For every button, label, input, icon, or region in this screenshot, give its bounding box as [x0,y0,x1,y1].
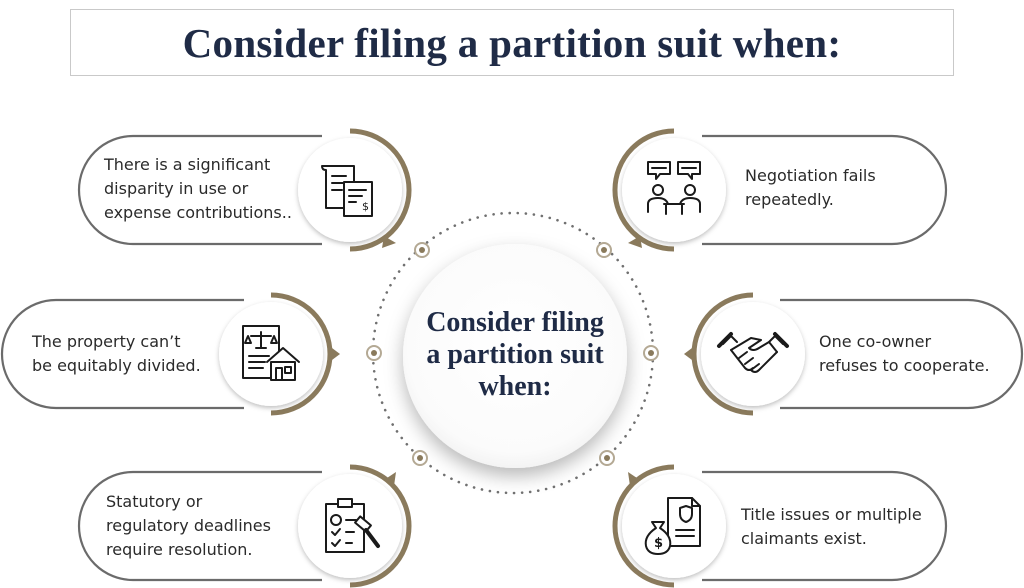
card-right-3-text: Title issues or multiple claimants exist… [741,503,922,551]
legal-document-house-icon [242,325,300,381]
handshake-icon [717,332,789,373]
svg-text:$: $ [654,536,663,551]
center-line: when: [478,371,552,402]
card-line: There is a significant [104,155,271,174]
card-line: repeatedly. [745,190,834,209]
card-right-2-text: One co-owner refuses to cooperate. [819,330,990,378]
negotiation-people-icon [647,161,701,215]
card-line: Title issues or multiple [741,505,922,524]
card-line: Statutory or [106,492,203,511]
card-line: regulatory deadlines [106,516,271,535]
card-line: One co-owner [819,332,932,351]
receipt-invoice-icon: $ [321,165,373,217]
card-line: refuses to cooperate. [819,356,990,375]
card-left-3-text: Statutory or regulatory deadlines requir… [106,490,271,562]
connector-dot-5 [412,450,428,466]
card-line: require resolution. [106,540,253,559]
card-right-1-text: Negotiation fails repeatedly. [745,164,876,212]
card-right-2 [684,292,1024,416]
connector-dot-6 [599,450,615,466]
card-line: disparity in use or [104,179,249,198]
connector-dot-3 [366,345,382,361]
page-title: Consider filing a partition suit when: [182,20,842,66]
card-left-1-text: There is a significant disparity in use … [104,153,292,225]
card-line: claimants exist. [741,529,867,548]
card-left-2-text: The property can’t be equitably divided. [32,330,201,378]
card-left-2 [0,292,340,416]
title-box: Consider filing a partition suit when: [70,9,954,76]
card-left-3 [77,464,412,588]
center-line: Consider filing [426,307,604,338]
connector-dot-1 [414,242,430,258]
svg-text:$: $ [362,200,369,213]
card-line: Negotiation fails [745,166,876,185]
center-circle [403,244,627,468]
money-bag-document-icon: $ [644,497,701,555]
center-line: a partition suit [426,339,604,370]
center-heading: Consider filing a partition suit when: [400,307,630,403]
clipboard-gavel-icon [325,498,380,553]
card-right-3 [612,464,948,588]
card-line: expense contributions.. [104,203,292,222]
card-line: be equitably divided. [32,356,201,375]
card-line: The property can’t [32,332,181,351]
connector-dot-2 [596,242,612,258]
connector-dot-4 [643,345,659,361]
